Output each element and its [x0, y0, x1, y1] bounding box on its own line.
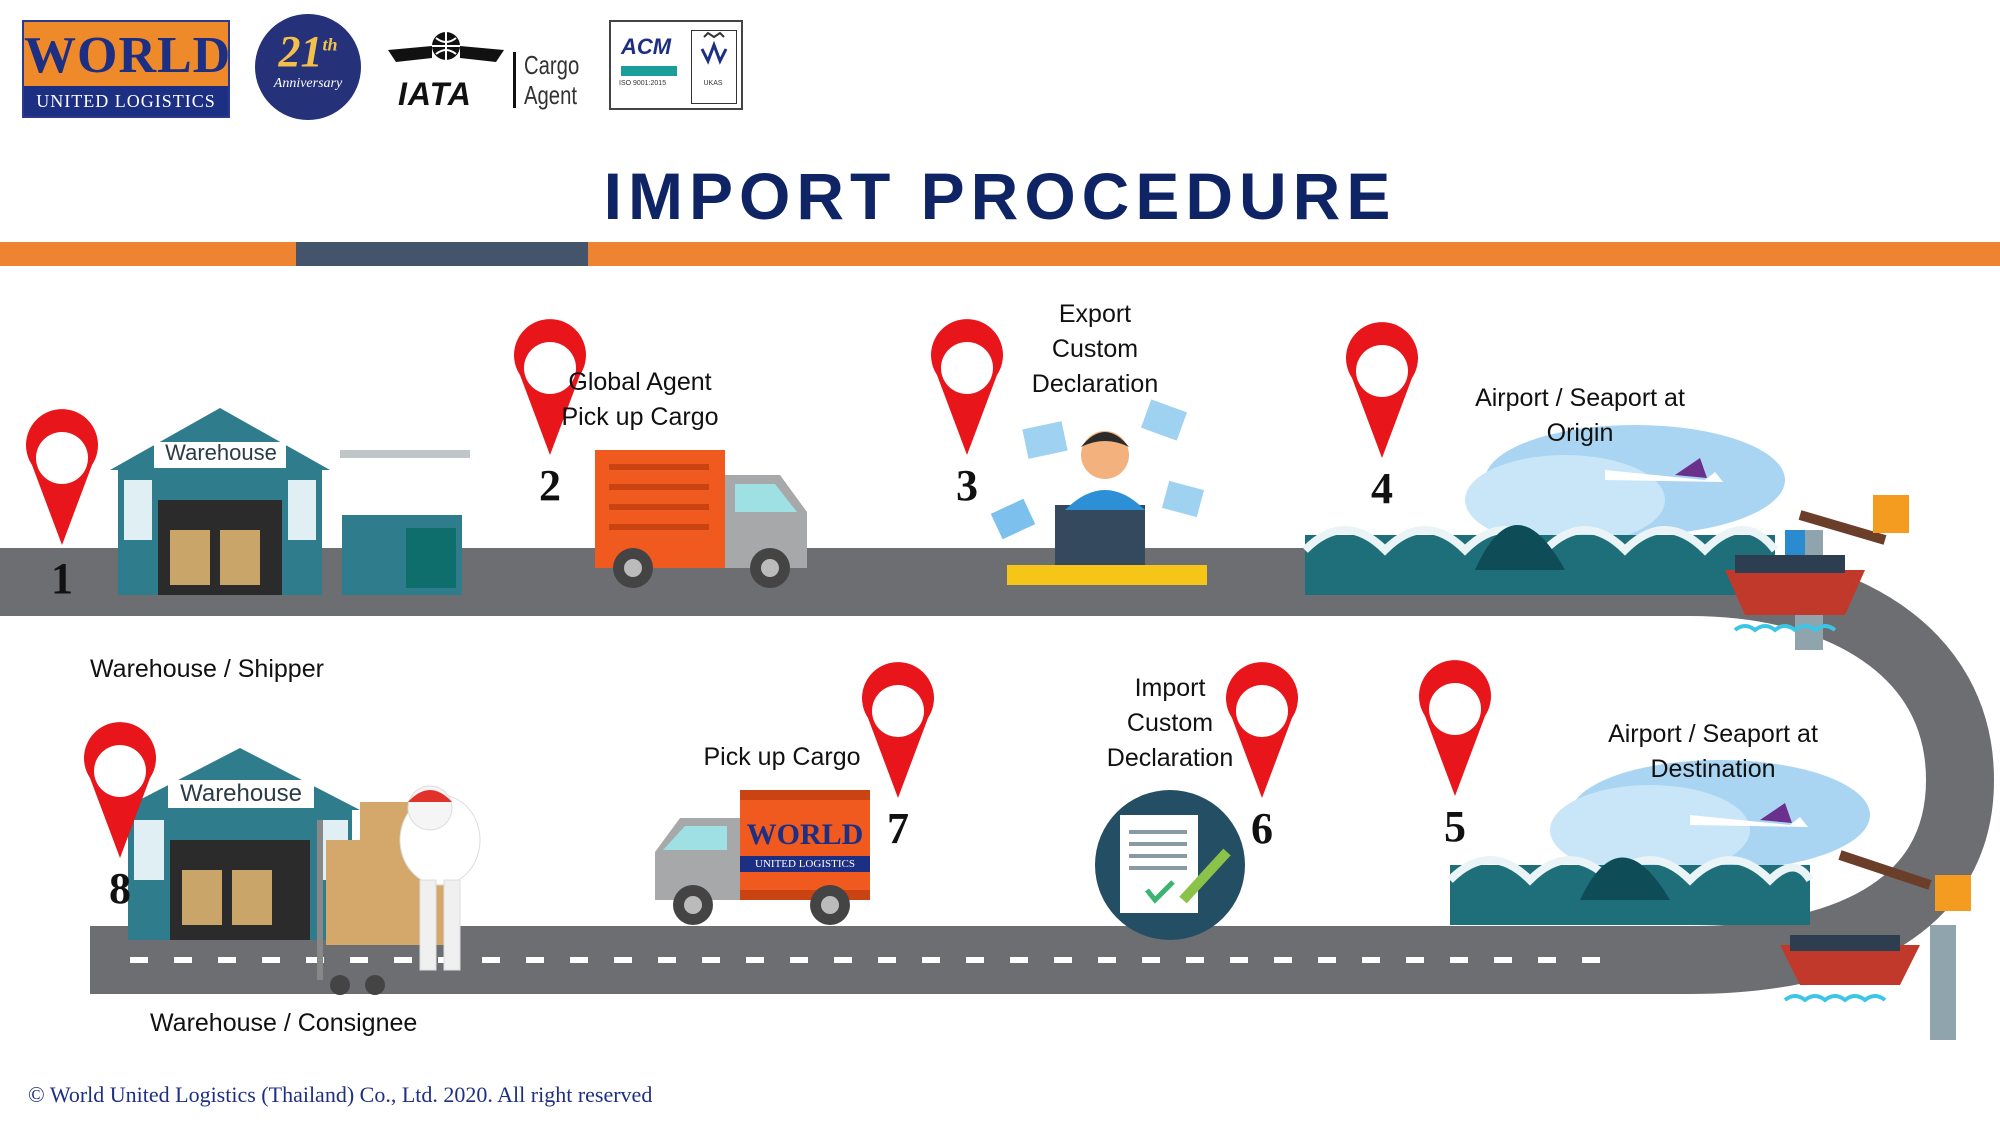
step-number-8: 8 — [109, 864, 131, 913]
copyright-footer: © World United Logistics (Thailand) Co.,… — [28, 1082, 653, 1107]
step-label-5: Airport / Seaport at Destination — [1608, 720, 1818, 783]
office-worker-icon — [990, 399, 1207, 585]
step-number-2: 2 — [539, 461, 561, 510]
document-icon — [1095, 790, 1245, 940]
step-number-3: 3 — [956, 461, 978, 510]
step-label-7: Pick up Cargo — [703, 743, 861, 771]
ukas-crown-icon — [691, 30, 737, 104]
step-label-8: Warehouse / Consignee — [150, 1009, 418, 1037]
step-label-6: Import Custom Declaration — [1106, 674, 1234, 772]
truck-logo-sub: UNITED LOGISTICS — [740, 856, 870, 872]
cargo-agent-text: Cargo Agent — [524, 50, 580, 110]
pin-2-icon — [514, 319, 586, 455]
step-label-3: Export Custom Declaration — [1031, 300, 1159, 398]
header-logos: WORLD UNITED LOGISTICS 21th Anniversary … — [0, 0, 800, 130]
world-logo: WORLD UNITED LOGISTICS — [22, 20, 230, 118]
warehouse-consignee-icon — [120, 748, 481, 995]
iata-logo: IATA Cargo Agent — [388, 28, 588, 118]
step-number-7: 7 — [887, 804, 909, 853]
step-label-4: Airport / Seaport at Origin — [1475, 384, 1685, 447]
ukas-text: UKAS — [703, 80, 723, 87]
anniversary-text: Anniversary — [273, 76, 343, 91]
step-number-4: 4 — [1371, 464, 1393, 513]
step-number-1: 1 — [51, 554, 73, 603]
anniversary-badge: 21th Anniversary — [255, 14, 361, 120]
page-title: IMPORT PROCEDURE — [603, 159, 1397, 233]
world-truck-icon — [655, 790, 870, 925]
step-number-5: 5 — [1444, 802, 1466, 851]
pin-5-icon — [1419, 660, 1491, 796]
iata-wings-icon — [388, 32, 504, 62]
pin-7-icon — [862, 662, 934, 798]
acm-registered-bar — [621, 66, 677, 76]
header-band-slate — [296, 242, 588, 266]
acm-text: ACM — [621, 34, 672, 59]
pin-6-icon — [1226, 662, 1298, 798]
orange-truck-icon — [595, 450, 807, 588]
step-label-1: Warehouse / Shipper — [90, 655, 324, 683]
warehouse-shipper-icon — [110, 408, 470, 595]
warehouse-sign-1: Warehouse — [165, 440, 277, 465]
acm-ukas-logo: ACM ISO 9001:2015 UKAS — [609, 20, 743, 110]
world-logo-main: WORLD — [24, 27, 232, 84]
airport-origin-icon — [1302, 425, 1909, 650]
pin-1-icon — [25, 409, 98, 545]
anniversary-number: 21th — [278, 27, 338, 76]
pin-8-icon — [84, 722, 156, 858]
iata-divider — [513, 52, 516, 108]
acm-iso-text: ISO 9001:2015 — [619, 80, 667, 87]
pin-4-icon — [1346, 322, 1418, 458]
iata-text: IATA — [398, 76, 472, 112]
world-logo-sub: UNITED LOGISTICS — [24, 86, 228, 116]
road-dashes — [80, 617, 1660, 963]
step-label-2: Global Agent Pick up Cargo — [561, 368, 719, 431]
pin-3-icon — [931, 319, 1003, 455]
warehouse-sign-8: Warehouse — [180, 780, 302, 807]
truck-logo-main: WORLD — [746, 818, 864, 851]
airport-destination-icon — [1447, 760, 1971, 1040]
step-number-6: 6 — [1251, 804, 1273, 853]
